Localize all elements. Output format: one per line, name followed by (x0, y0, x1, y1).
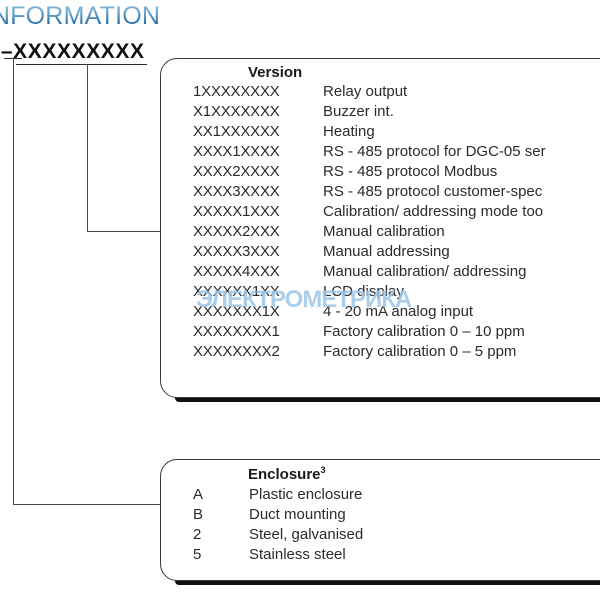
version-row-code: XXXXX3XXX (193, 243, 280, 260)
enclosure-box-header: Enclosure3 (248, 465, 326, 483)
version-row-code: 1XXXXXXXX (193, 83, 280, 100)
version-row-code: XXXXXX1XX (193, 283, 280, 300)
leader-line-version-vertical (87, 64, 88, 231)
version-row-code: XXXX2XXXX (193, 163, 280, 180)
version-row-code: XXXXX2XXX (193, 223, 280, 240)
version-row-code: XXXXX1XXX (193, 203, 280, 220)
version-row-code: XX1XXXXXX (193, 123, 280, 140)
leader-line-version-horizontal (87, 231, 163, 232)
version-row-desc: LCD display (323, 283, 404, 300)
enclosure-callout-box: Enclosure3 A Plastic enclosure B Duct mo… (160, 459, 600, 585)
version-row-desc: Factory calibration 0 – 10 ppm (323, 323, 525, 340)
leader-line-enclosure-horizontal (13, 504, 163, 505)
version-row-desc: Buzzer int. (323, 103, 394, 120)
enclosure-row-code: 2 (193, 526, 202, 543)
enclosure-row-desc: Steel, galvanised (249, 526, 364, 543)
version-row-code: XXXXX4XXX (193, 263, 280, 280)
version-box-header: Version (248, 64, 303, 81)
enclosure-row-code: A (193, 486, 203, 503)
enclosure-row-desc: Plastic enclosure (249, 486, 363, 503)
version-row-code: XXXXXXX1X (193, 303, 280, 320)
version-row-desc: Manual addressing (323, 243, 450, 260)
version-callout-box: Version 1XXXXXXXX Relay output X1XXXXXXX… (160, 58, 600, 402)
version-row-code: XXXXXXXX2 (193, 343, 280, 360)
version-row-desc: RS - 485 protocol Modbus (323, 163, 498, 180)
version-row-code: XXXX3XXXX (193, 183, 280, 200)
version-row-desc: Manual calibration/ addressing (323, 263, 527, 280)
version-row-desc: Heating (323, 123, 375, 140)
enclosure-row-desc: Stainless steel (249, 546, 346, 563)
version-row-code: X1XXXXXXX (193, 103, 280, 120)
version-row-desc: Relay output (323, 83, 408, 100)
version-row-desc: Factory calibration 0 – 5 ppm (323, 343, 517, 360)
order-code-string: –X–XXXXXXXXX (0, 40, 145, 63)
enclosure-row-code: 5 (193, 546, 202, 563)
version-row-code: XXXX1XXXX (193, 143, 280, 160)
leader-line-enclosure-vertical (13, 58, 14, 505)
enclosure-box-header-text: Enclosure (248, 466, 321, 483)
page-title: G INFORMATION (0, 2, 160, 31)
order-code-underline (16, 64, 147, 65)
enclosure-row-desc: Duct mounting (249, 506, 346, 523)
version-row-desc: RS - 485 protocol customer-spec (323, 183, 543, 200)
enclosure-row-code: B (193, 506, 203, 523)
version-row-desc: RS - 485 protocol for DGC-05 ser (323, 143, 546, 160)
version-row-desc: Manual calibration (323, 223, 445, 240)
version-row-desc: Calibration/ addressing mode too (323, 203, 544, 220)
version-row-code: XXXXXXXX1 (193, 323, 280, 340)
version-row-desc: 4 - 20 mA analog input (323, 303, 474, 320)
enclosure-box-header-superscript: 3 (320, 465, 326, 475)
